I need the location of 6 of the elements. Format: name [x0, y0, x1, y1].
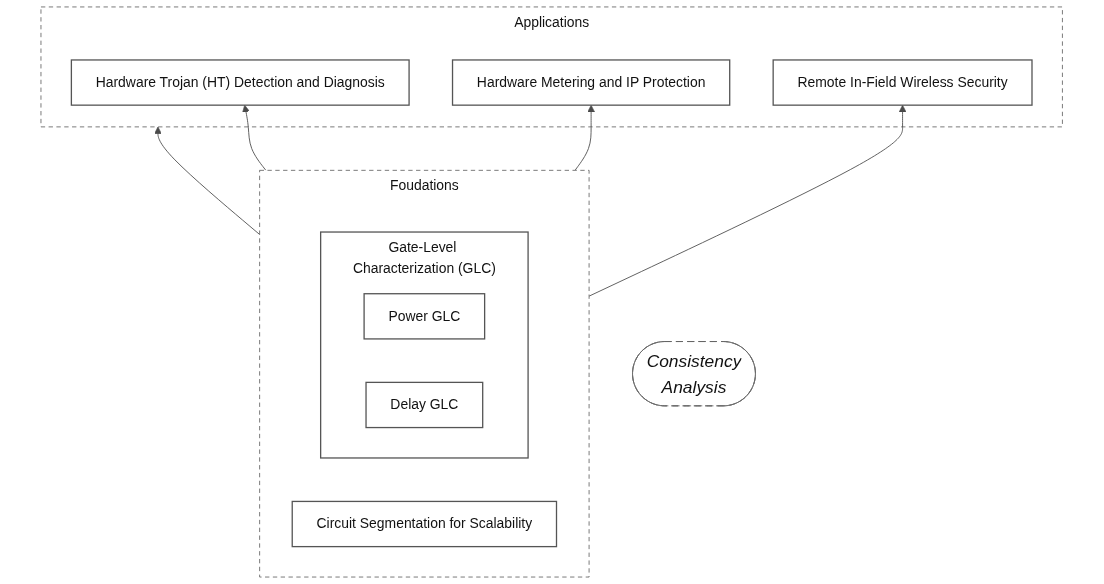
node-box: Delay GLC	[365, 381, 484, 429]
node-box: Hardware Metering and IP Protection	[452, 59, 731, 106]
node-box: Power GLC	[363, 293, 486, 340]
node-box: Hardware Trojan (HT) Detection and Diagnosis	[71, 59, 411, 106]
node-box: Circuit Segmentation for Scalability	[291, 500, 558, 548]
node-box: Remote In-Field Wireless Security	[772, 59, 1033, 106]
